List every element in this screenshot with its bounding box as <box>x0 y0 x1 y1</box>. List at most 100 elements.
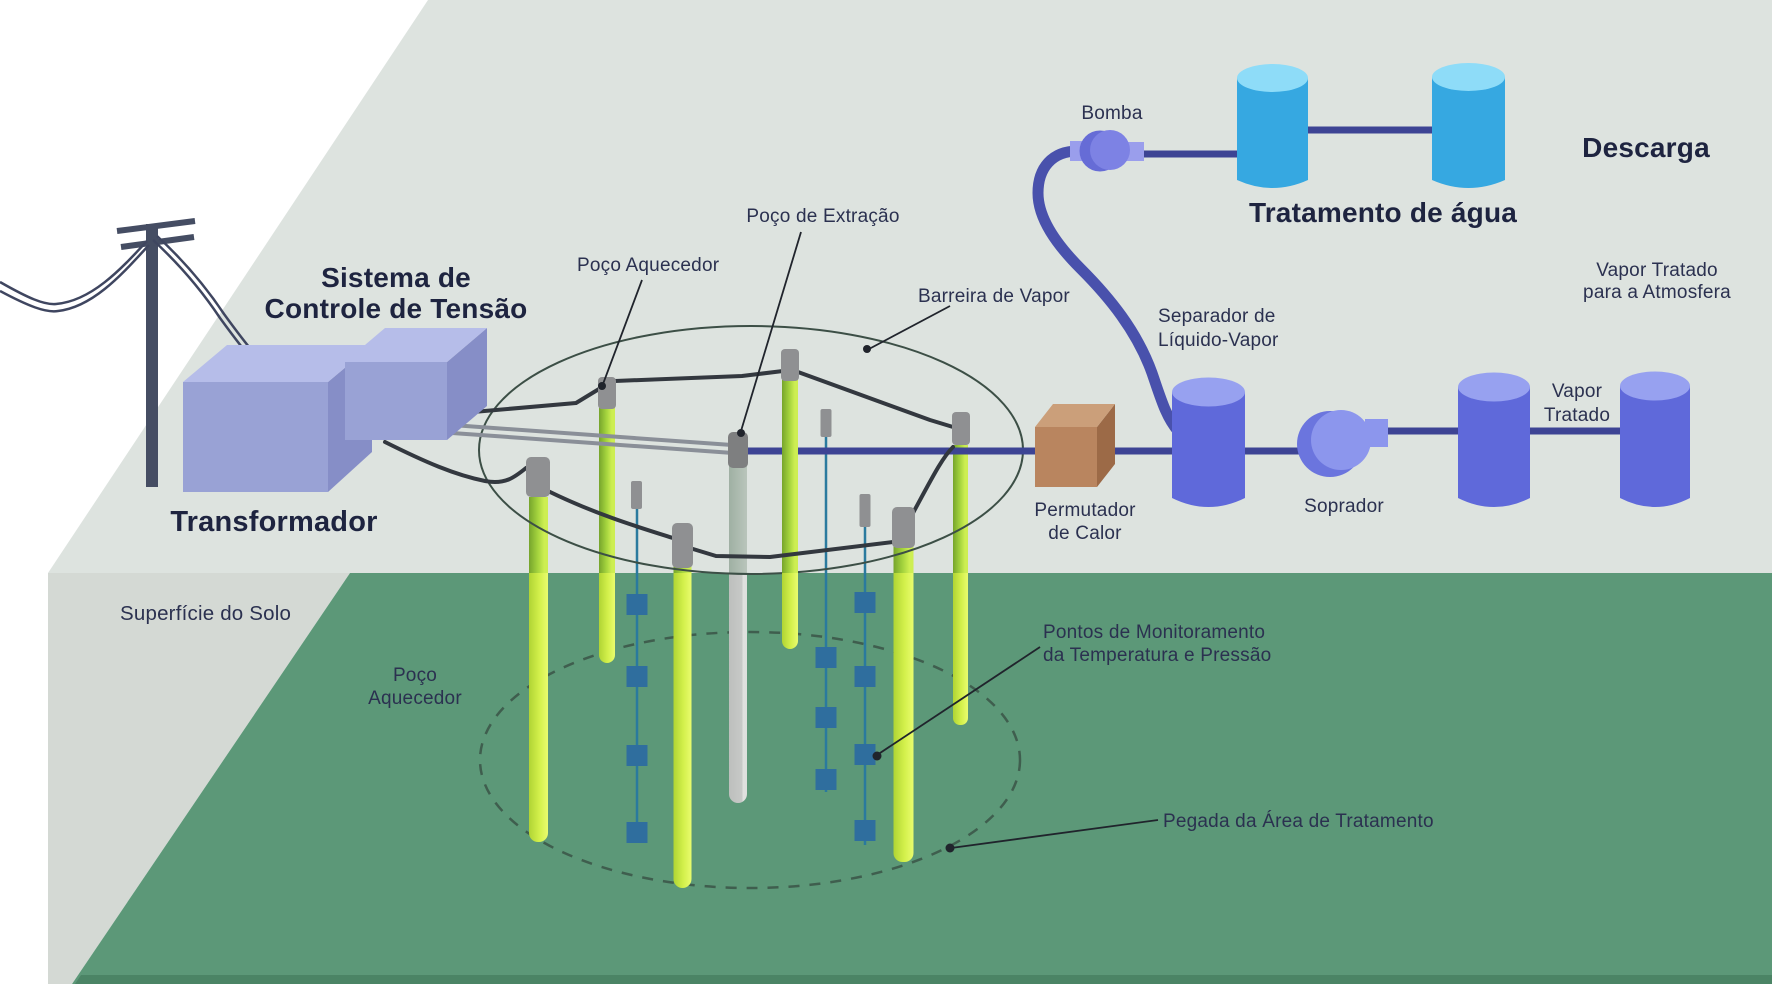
treated-vapor-cylinder-2 <box>1620 371 1690 507</box>
box-front <box>1035 427 1097 487</box>
box-top <box>345 328 487 362</box>
heater-well-5 <box>893 540 914 862</box>
pump-body <box>1090 130 1130 170</box>
power-line <box>0 240 148 306</box>
tank-body <box>1620 386 1690 507</box>
well-tube <box>673 560 692 888</box>
monitoring-string-left <box>626 481 648 843</box>
monitoring-cap <box>631 481 642 509</box>
monitoring-string-middle <box>815 409 837 792</box>
well-tube-above <box>782 377 798 573</box>
monitoring-string-right <box>854 494 876 845</box>
power-pole <box>116 218 196 487</box>
treated-vapor-cylinder-1 <box>1458 372 1530 507</box>
tank-body <box>1458 387 1530 507</box>
heater-well-6 <box>953 445 968 725</box>
heater-well-top-label: Poço Aquecedor <box>577 255 720 276</box>
extraction-tube-above <box>729 466 747 573</box>
treated-vapor-label-line1: Vapor <box>1552 381 1603 402</box>
monitoring-point <box>854 592 876 613</box>
box-front <box>345 362 447 440</box>
extraction-well-label: Poço de Extração <box>746 206 899 227</box>
water-treatment-label: Tratamento de água <box>1249 197 1517 228</box>
heat-exchanger-label-line1: Permutador <box>1034 500 1136 521</box>
leader-dot <box>598 382 606 390</box>
leader <box>602 279 643 385</box>
wire-front-4 <box>911 445 955 515</box>
tank-top <box>1237 64 1308 92</box>
tank-top <box>1432 63 1505 91</box>
box-top <box>183 345 372 382</box>
monitoring-point <box>854 666 876 687</box>
leader-dot <box>737 429 745 437</box>
leader-dot <box>863 345 871 353</box>
monitoring-cap <box>820 409 832 437</box>
voltage-control-label-line1: Sistema de <box>321 262 471 293</box>
well-tube-above <box>599 403 615 573</box>
treated-vapor-label-line2: Tratado <box>1544 405 1610 426</box>
tank-top <box>1172 377 1245 407</box>
water-treatment-tank-1 <box>1237 64 1308 188</box>
monitoring-label-line2: da Temperatura e Pressão <box>1043 645 1271 666</box>
to-atmosphere-label-line1: Vapor Tratado <box>1596 260 1718 281</box>
water-treatment-tank-2 <box>1432 63 1505 188</box>
pole-crossarm <box>120 234 195 250</box>
wire-back-3 <box>796 370 955 429</box>
monitoring-label-line1: Pontos de Monitoramento <box>1043 622 1265 643</box>
monitoring-point <box>815 647 837 668</box>
well-cap <box>526 457 550 497</box>
leader-lines <box>602 231 1159 849</box>
conduit-line <box>451 423 733 447</box>
monitoring-point <box>854 744 876 765</box>
heat-exchanger-label-line2: de Calor <box>1048 523 1122 544</box>
to-atmosphere-label-line2: para a Atmosfera <box>1583 282 1731 303</box>
box-front <box>183 382 328 492</box>
vapor-barrier-label: Barreira de Vapor <box>918 286 1070 307</box>
separator-label-line1: Separador de <box>1158 306 1276 327</box>
blower <box>1297 410 1388 477</box>
heat-exchanger-box <box>1035 404 1115 487</box>
blower-body <box>1311 410 1371 470</box>
power-line <box>0 244 150 313</box>
well-tube-above <box>893 540 914 573</box>
well-cap <box>672 523 693 568</box>
monitoring-point <box>626 745 648 766</box>
leader <box>740 231 802 432</box>
blower-label: Soprador <box>1304 496 1384 517</box>
heater-well-4 <box>782 377 798 649</box>
box-side <box>447 328 487 440</box>
discharge-label: Descarga <box>1582 132 1710 163</box>
heater-well-3 <box>673 560 692 888</box>
pole-crossarm <box>116 218 196 234</box>
wire-back-2 <box>613 369 785 383</box>
monitoring-point <box>854 820 876 841</box>
well-cap <box>952 412 970 445</box>
monitoring-cap <box>859 494 871 527</box>
box-side <box>1097 404 1115 487</box>
wire-front-2 <box>546 489 675 540</box>
box-top <box>1035 404 1115 427</box>
heater-well-bottom-label-line1: Poço <box>393 665 437 686</box>
monitoring-point <box>626 822 648 843</box>
pump <box>1070 130 1144 172</box>
heater-power-wires <box>383 369 955 559</box>
well-tube <box>529 497 548 842</box>
subsurface-ground <box>72 573 1772 984</box>
separator-label-line2: Líquido-Vapor <box>1158 330 1279 351</box>
ground-bottom-band <box>75 975 1772 984</box>
leader-dot <box>872 751 882 761</box>
well-cap <box>598 377 616 409</box>
heater-well-bottom-label-line2: Aquecedor <box>368 688 462 709</box>
wire-back-1 <box>448 387 601 416</box>
monitoring-point <box>626 666 648 687</box>
monitoring-point <box>815 707 837 728</box>
conduit-line <box>451 431 734 455</box>
pole-mast <box>146 224 158 487</box>
well-tube <box>893 540 914 862</box>
treatment-footprint-ellipse <box>478 630 1022 890</box>
tank-body <box>1172 392 1245 507</box>
tank-top <box>1458 372 1530 402</box>
footprint-label: Pegada da Área de Tratamento <box>1163 811 1434 832</box>
